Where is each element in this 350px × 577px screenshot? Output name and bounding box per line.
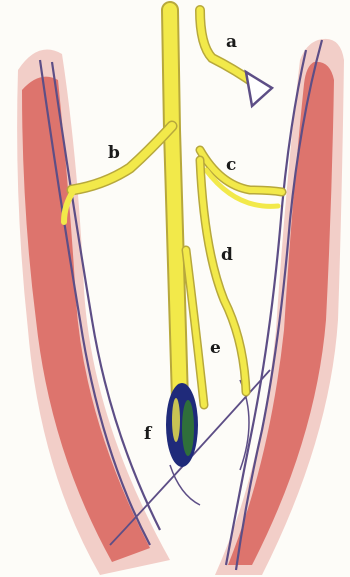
label-c: c	[226, 157, 236, 174]
label-a: a	[226, 34, 237, 51]
label-d: d	[221, 247, 233, 264]
tissue-left	[17, 50, 170, 575]
ganglion-f	[166, 383, 200, 505]
label-e: e	[210, 340, 221, 357]
label-f: f	[144, 426, 151, 443]
label-b: b	[108, 145, 120, 162]
tissue-right	[215, 39, 344, 575]
right-arrow-icon	[246, 72, 272, 106]
